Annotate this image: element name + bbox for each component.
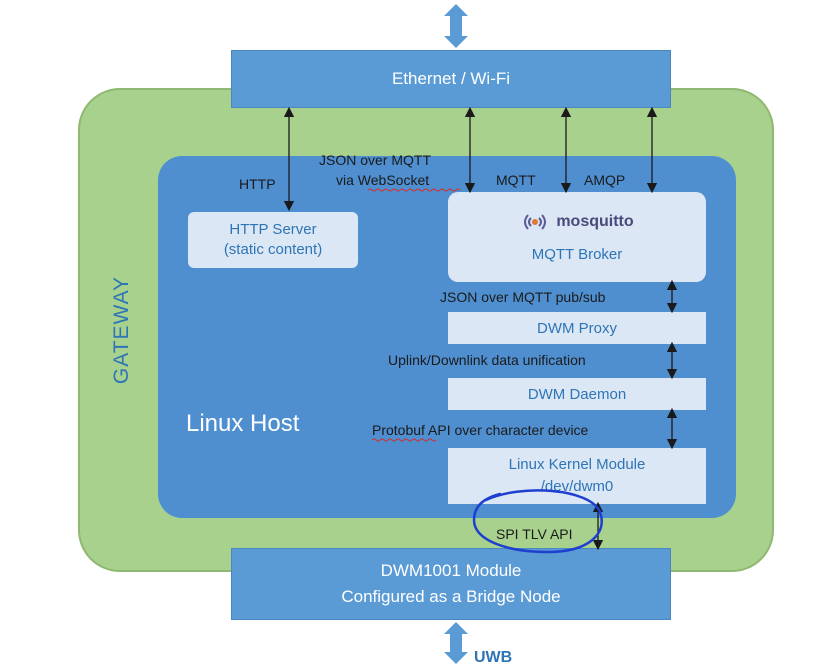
dwm1001-module-title: DWM1001 Module	[380, 561, 522, 580]
mqtt-connection-label: MQTT	[496, 172, 536, 188]
kernel-module-title: Linux Kernel Module	[508, 456, 646, 473]
http-server-box: HTTP Server (static content)	[188, 212, 358, 268]
ethernet-wifi-bar: Ethernet / Wi-Fi	[231, 50, 671, 108]
dwm-proxy-box: DWM Proxy	[448, 312, 706, 344]
amqp-connection-label: AMQP	[584, 172, 626, 188]
linux-host-label: Linux Host	[186, 410, 300, 437]
protobuf-underline	[371, 438, 437, 442]
mosquitto-logo-text: mosquitto	[556, 212, 634, 230]
mosquitto-logo: mosquitto	[520, 212, 634, 232]
mosquitto-logo-icon	[524, 213, 547, 230]
uwb-label: UWB	[474, 649, 513, 666]
dwm-daemon-box: DWM Daemon	[448, 378, 706, 410]
json-websocket-label-line2: via WebSocket	[336, 172, 430, 188]
protobuf-api-label: Protobuf API over character device	[372, 422, 589, 438]
dwm1001-module-subtitle: Configured as a Bridge Node	[341, 587, 561, 606]
http-server-subtitle: (static content)	[223, 241, 323, 258]
json-pubsub-label: JSON over MQTT pub/sub	[440, 289, 606, 305]
json-websocket-label-line1: JSON over MQTT	[319, 152, 432, 168]
mqtt-broker-label: MQTT Broker	[531, 245, 623, 263]
spi-tlv-api-label: SPI TLV API	[496, 526, 573, 542]
websocket-underline	[367, 188, 461, 192]
dwm-proxy-label: DWM Proxy	[537, 319, 617, 337]
top-external-arrow	[444, 4, 468, 48]
mqtt-broker-box: mosquitto MQTT Broker	[448, 192, 706, 282]
uwb-arrow	[444, 622, 468, 664]
http-server-title: HTTP Server	[229, 221, 317, 238]
http-connection-label: HTTP	[239, 176, 276, 192]
ethernet-wifi-label: Ethernet / Wi-Fi	[391, 69, 511, 88]
uplink-downlink-label: Uplink/Downlink data unification	[388, 352, 586, 368]
dwm1001-module-bar: DWM1001 Module Configured as a Bridge No…	[231, 548, 671, 620]
dwm-daemon-label: DWM Daemon	[527, 385, 627, 403]
hand-drawn-circle-annotation	[472, 489, 603, 554]
